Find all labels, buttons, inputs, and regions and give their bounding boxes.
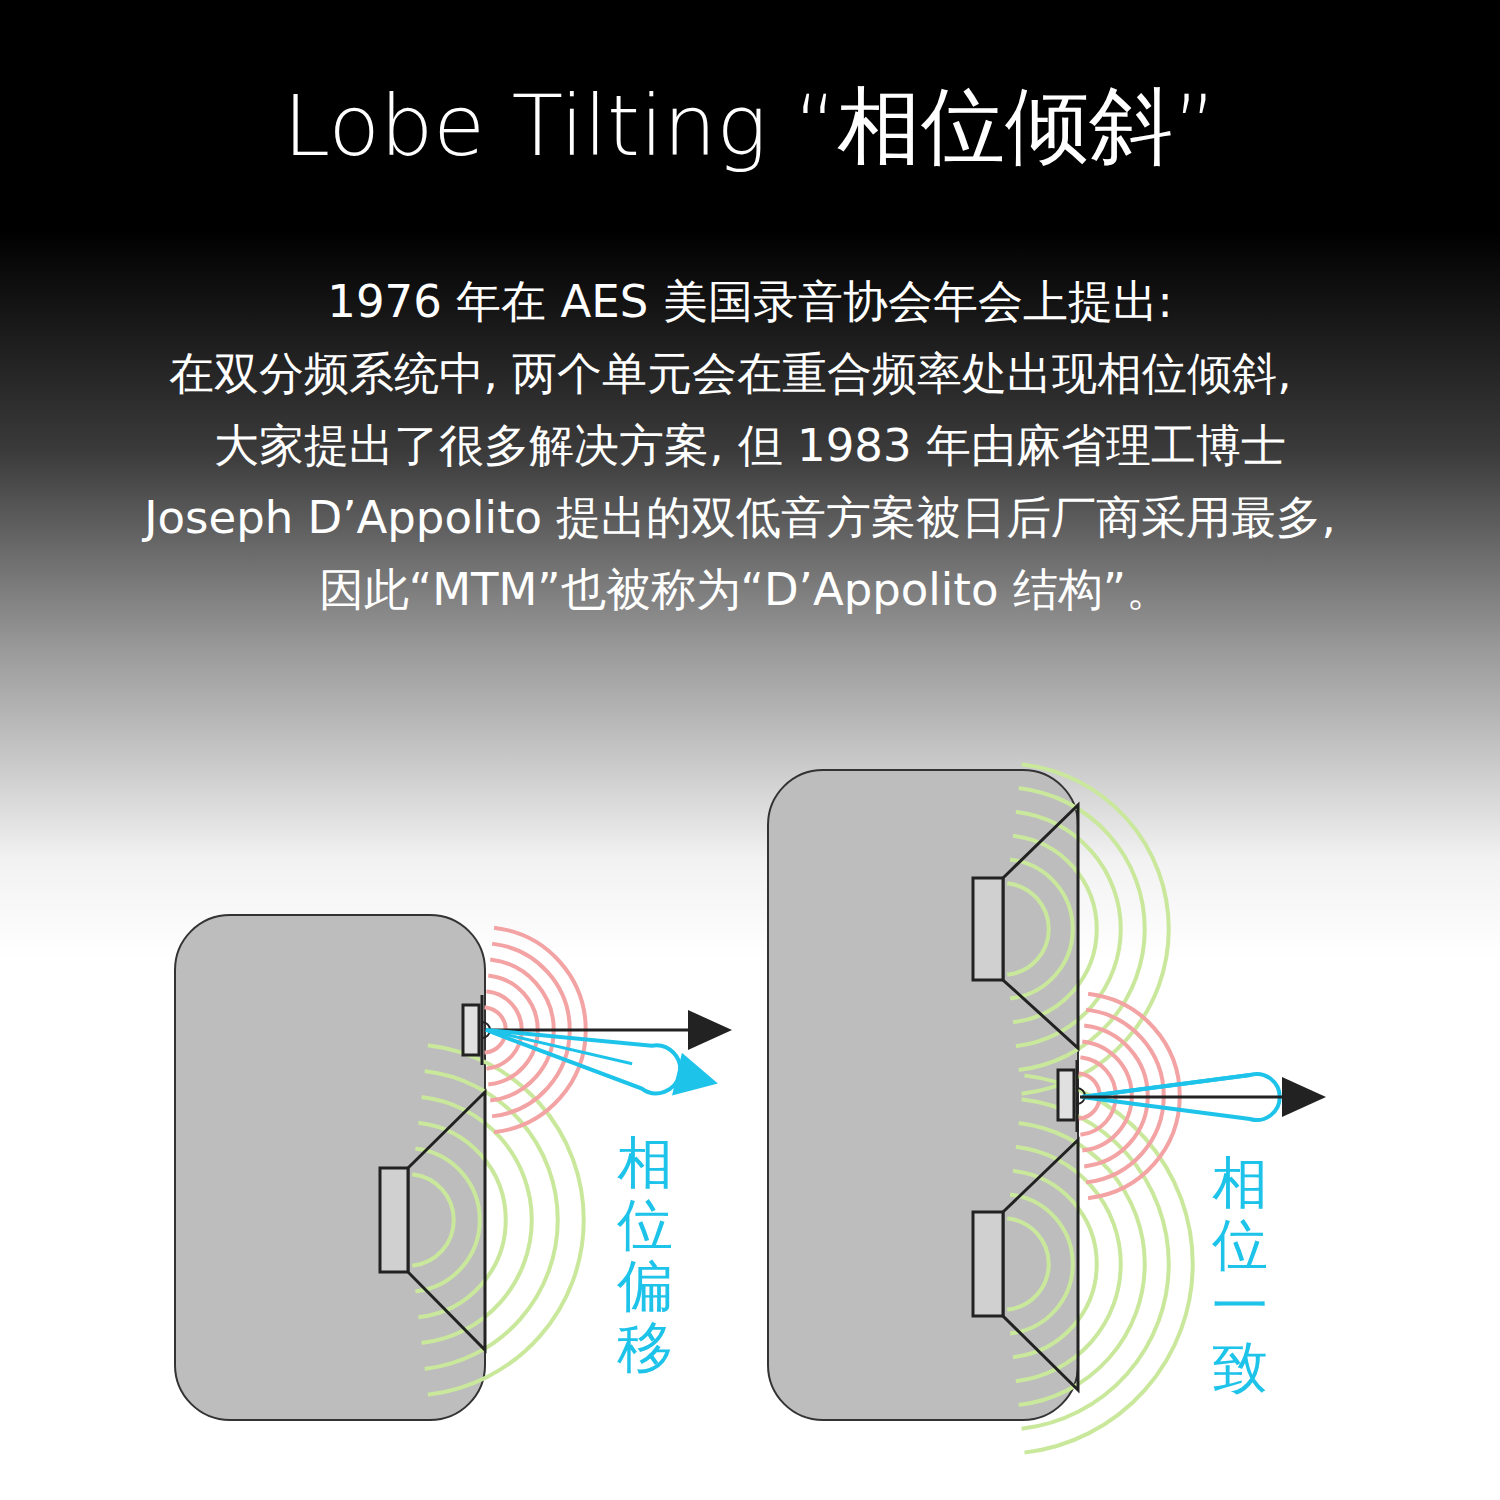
sound-waves <box>413 764 1193 1453</box>
tilted-lobe <box>481 1007 724 1107</box>
wave-arc <box>1011 859 1073 999</box>
wave-arc <box>1014 835 1097 1023</box>
vertical-label: 相位偏移 <box>617 1132 673 1378</box>
woofer-right-upper <box>973 805 1078 1048</box>
vertical-label: 相位一致 <box>1212 1152 1268 1398</box>
wave-arc <box>423 1096 533 1343</box>
wave-arc <box>1026 1075 1194 1453</box>
body-text-line: 1976 年在 AES 美国录音协会年会上提出: <box>327 272 1172 332</box>
woofer-right-lower <box>973 1140 1078 1390</box>
body-text-line: 因此“MTM”也被称为“D’Appolito 结构”。 <box>319 560 1171 620</box>
wave-arc <box>420 1122 507 1318</box>
wave-arc <box>413 1174 454 1266</box>
wave-arc <box>1011 1194 1073 1334</box>
wave-arc <box>1020 788 1146 1071</box>
body-text-line: Joseph D’Appolito 提出的双低音方案被日后厂商采用最多, <box>144 488 1336 548</box>
wave-arc <box>1014 1170 1097 1358</box>
title: Lobe Tilting “相位倾斜” <box>283 70 1216 184</box>
cabinet-right <box>768 770 1078 1420</box>
wave-arc <box>1008 1218 1049 1310</box>
body-text-line: 大家提出了很多解决方案, 但 1983 年由麻省理工博士 <box>214 416 1286 476</box>
wave-arc <box>417 1148 481 1292</box>
axis-arrow-right <box>1080 1074 1326 1120</box>
wave-arc <box>1008 883 1049 975</box>
cabinet-left <box>175 915 485 1420</box>
body-text-line: 在双分频系统中, 两个单元会在重合频率处出现相位倾斜, <box>169 344 1292 404</box>
woofer-left <box>380 1092 485 1350</box>
wave-arc <box>1017 811 1121 1046</box>
